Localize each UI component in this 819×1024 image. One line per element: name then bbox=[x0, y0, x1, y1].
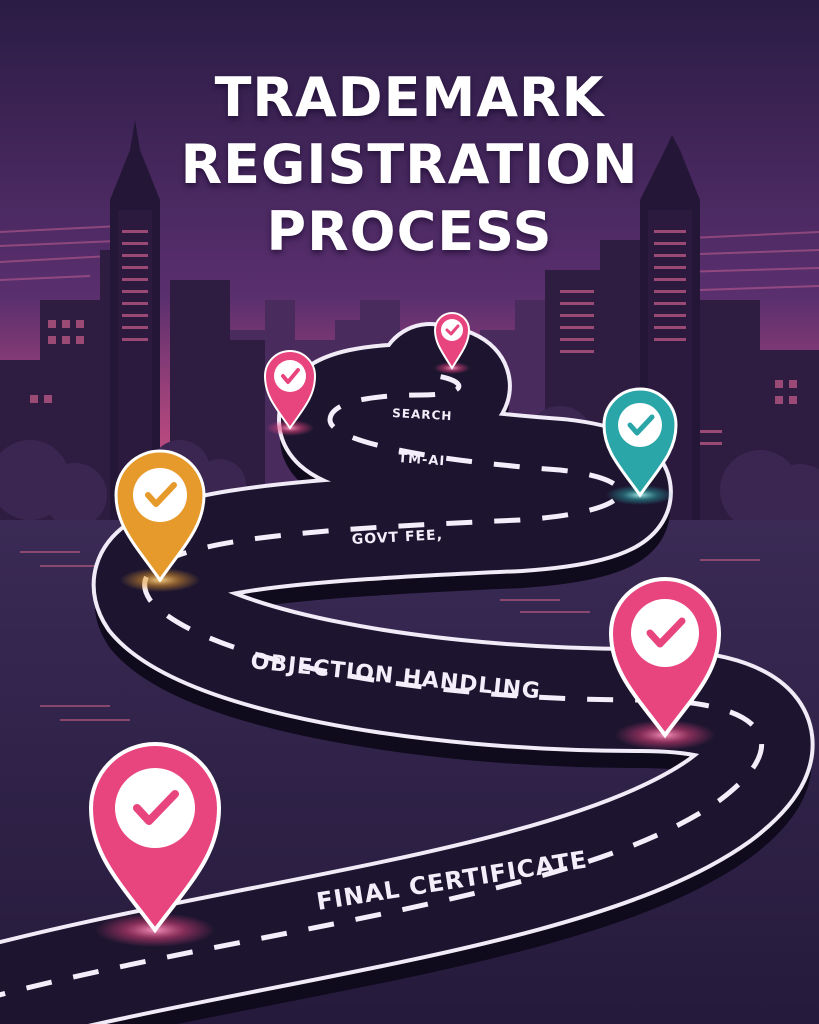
checkmark-icon bbox=[145, 482, 177, 507]
milestone-tm-ai bbox=[263, 350, 317, 436]
road-label-search: SEARCH bbox=[392, 406, 453, 423]
road-center-dashes bbox=[0, 372, 765, 998]
milestone-search bbox=[433, 312, 471, 374]
milestone-govt-fee bbox=[114, 449, 206, 592]
title-line-1: TRADEMARK bbox=[214, 66, 605, 129]
checkmark-icon bbox=[133, 790, 179, 825]
road-label-govt-fee: GOVT FEE, bbox=[351, 527, 443, 548]
milestone-final-certificate bbox=[88, 742, 222, 947]
window-lights bbox=[30, 230, 797, 445]
road-label-tm-ai: TM-AI bbox=[398, 451, 446, 469]
checkmark-icon bbox=[627, 414, 655, 436]
checkmark-icon bbox=[281, 368, 300, 384]
title-line-3: PROCESS bbox=[266, 200, 553, 263]
title-line-2: REGISTRATION bbox=[180, 133, 639, 196]
milestone-objection bbox=[608, 577, 722, 750]
sky-streaks bbox=[0, 225, 819, 291]
checkmark-icon bbox=[445, 324, 460, 336]
checkmark-icon bbox=[646, 617, 686, 648]
milestone-teal bbox=[602, 387, 678, 505]
